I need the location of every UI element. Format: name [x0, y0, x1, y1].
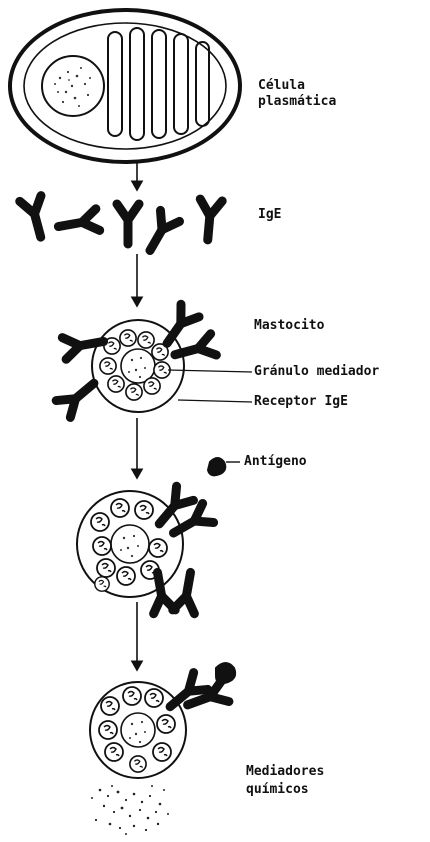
ige-receptor-label: Receptor IgE	[254, 394, 348, 410]
plasma-cell	[10, 10, 240, 162]
mast-cell-2	[77, 458, 240, 614]
ige-antibodies	[20, 196, 222, 256]
plasma-cell-label-line2: plasmática	[258, 94, 336, 110]
mast-cell-label: Mastocito	[254, 318, 324, 334]
released-mediators	[91, 785, 169, 835]
antigen-icon	[208, 458, 240, 475]
mediator-granule-label: Gránulo mediador	[254, 364, 379, 380]
ige-label: IgE	[258, 207, 281, 223]
mast-cell-3	[90, 663, 235, 778]
chemical-mediators-label-line2: químicos	[246, 782, 309, 798]
plasma-cell-label-line1: Célula	[258, 78, 305, 94]
chemical-mediators-label-line1: Mediadores	[246, 764, 324, 780]
antigen-label: Antígeno	[244, 454, 307, 470]
